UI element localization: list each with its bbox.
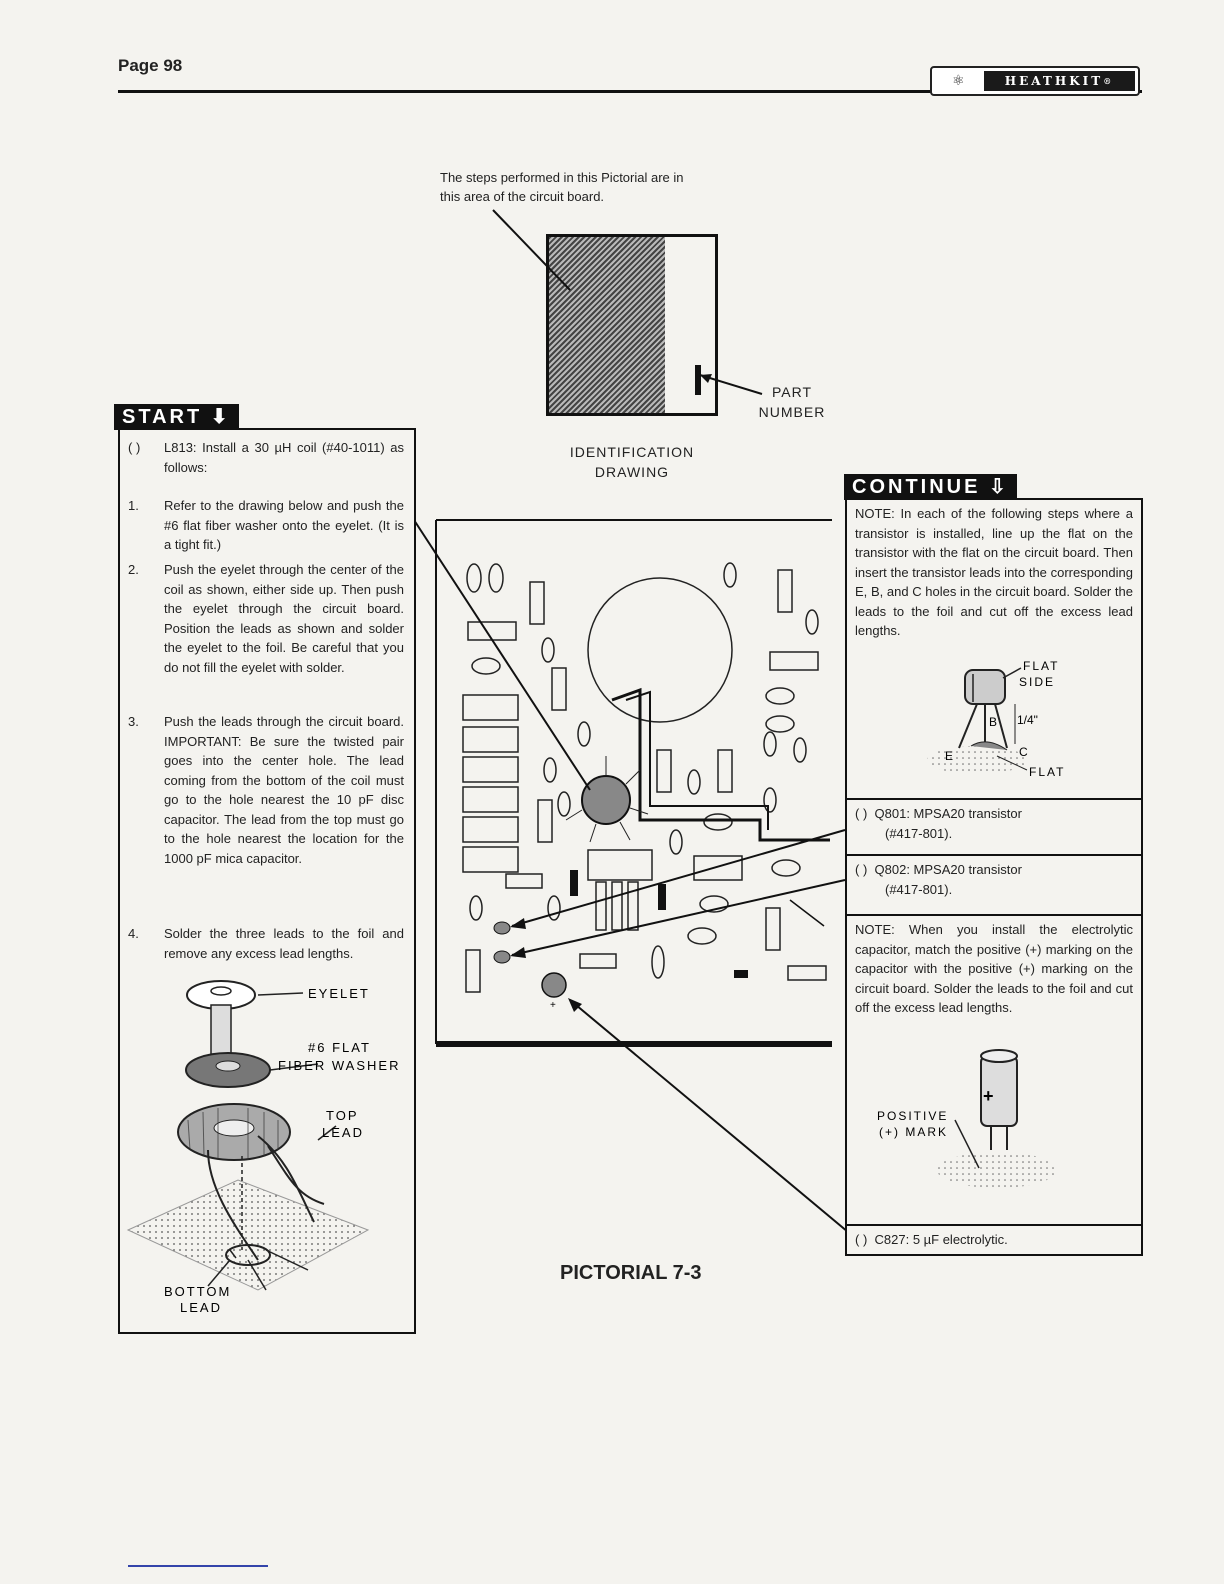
identification-drawing [546,234,718,416]
identification-caption: The steps performed in this Pictorial ar… [440,170,684,204]
caption-leader-line [492,209,571,291]
capacitor-note: NOTE: When you install the electrolytic … [847,914,1141,1220]
coil-assembly-diagram: EYELET #6 FLAT FIBER WASHER TOP LEAD BOT… [126,980,400,1315]
c827-location [541,972,567,998]
q801-location [493,921,511,935]
heathkit-logo: ⚛ HEATHKIT® [930,66,1140,96]
svg-text:+: + [550,1000,556,1011]
base-label: B [989,715,997,729]
pictorial-title: PICTORIAL 7-3 [560,1262,702,1284]
start-step-1: 1. Refer to the drawing below and push t… [128,498,404,552]
c827-step: ( ) C827: 5 µF electrolytic. [847,1224,1141,1254]
positive-mark-label-2: (+) MARK [879,1125,948,1139]
positive-mark-label-1: POSITIVE [877,1109,948,1123]
circuit-board: + [413,519,849,1233]
part-number-arrow [699,374,763,395]
flat-side-label-2: SIDE [1019,675,1055,689]
lead-length-label: 1/4" [1017,713,1038,727]
transistor-note: NOTE: In each of the following steps whe… [855,506,1133,638]
start-header: START ⬇ [114,404,239,430]
start-step-4: 4. Solder the three leads to the foil an… [128,926,404,961]
continue-header: CONTINUE ⇩ [844,474,1017,500]
part-number-label: PART NUMBER [758,384,826,420]
q802-step: ( ) Q802: MPSA20 transistor (#417-801). [847,854,1141,906]
identification-drawing-label: IDENTIFICATION DRAWING [569,444,695,480]
logo-wordmark: HEATHKIT® [984,71,1135,91]
svg-text:+: + [983,1086,994,1106]
arrow-down-icon: ⬇ [210,406,231,428]
bottom-lead-label-2: LEAD [180,1300,222,1315]
atom-icon: ⚛ [952,72,965,88]
top-lead-label-1: TOP [326,1108,359,1123]
l813-step: ( ) L813: Install a 30 µH coil (#40-1011… [128,440,404,475]
bottom-rule [128,1565,268,1567]
coil-outline [587,577,733,723]
header-rule [118,90,1142,93]
collector-label: C [1019,745,1028,759]
l813-location [581,775,631,825]
arrow-down-outline-icon: ⇩ [989,476,1009,498]
bottom-lead-label-1: BOTTOM [164,1284,231,1299]
emitter-label: E [945,749,953,763]
start-step-3: 3. Push the leads through the circuit bo… [128,714,404,866]
continue-panel: NOTE: In each of the following steps whe… [845,498,1143,1256]
part-number-marker [695,365,701,395]
capacitor-diagram: + POSITIVE (+) MARK [877,1049,1057,1188]
flat-label: FLAT [1029,765,1065,779]
start-step-2: 2. Push the eyelet through the center of… [128,562,404,675]
eyelet-label: EYELET [308,986,370,1001]
q802-location [493,950,511,964]
flat-side-label-1: FLAT [1023,660,1059,673]
transistor-diagram: FLAT SIDE 1/4" B E C FLAT [927,660,1065,779]
washer-label-2: FIBER WASHER [278,1058,400,1073]
start-panel: ( ) L813: Install a 30 µH coil (#40-1011… [118,428,416,1334]
page-number: Page 98 [118,56,183,75]
q801-step: ( ) Q801: MPSA20 transistor (#417-801). [847,798,1141,848]
washer-label-1: #6 FLAT [308,1040,371,1055]
top-lead-label-2: LEAD [322,1125,364,1140]
